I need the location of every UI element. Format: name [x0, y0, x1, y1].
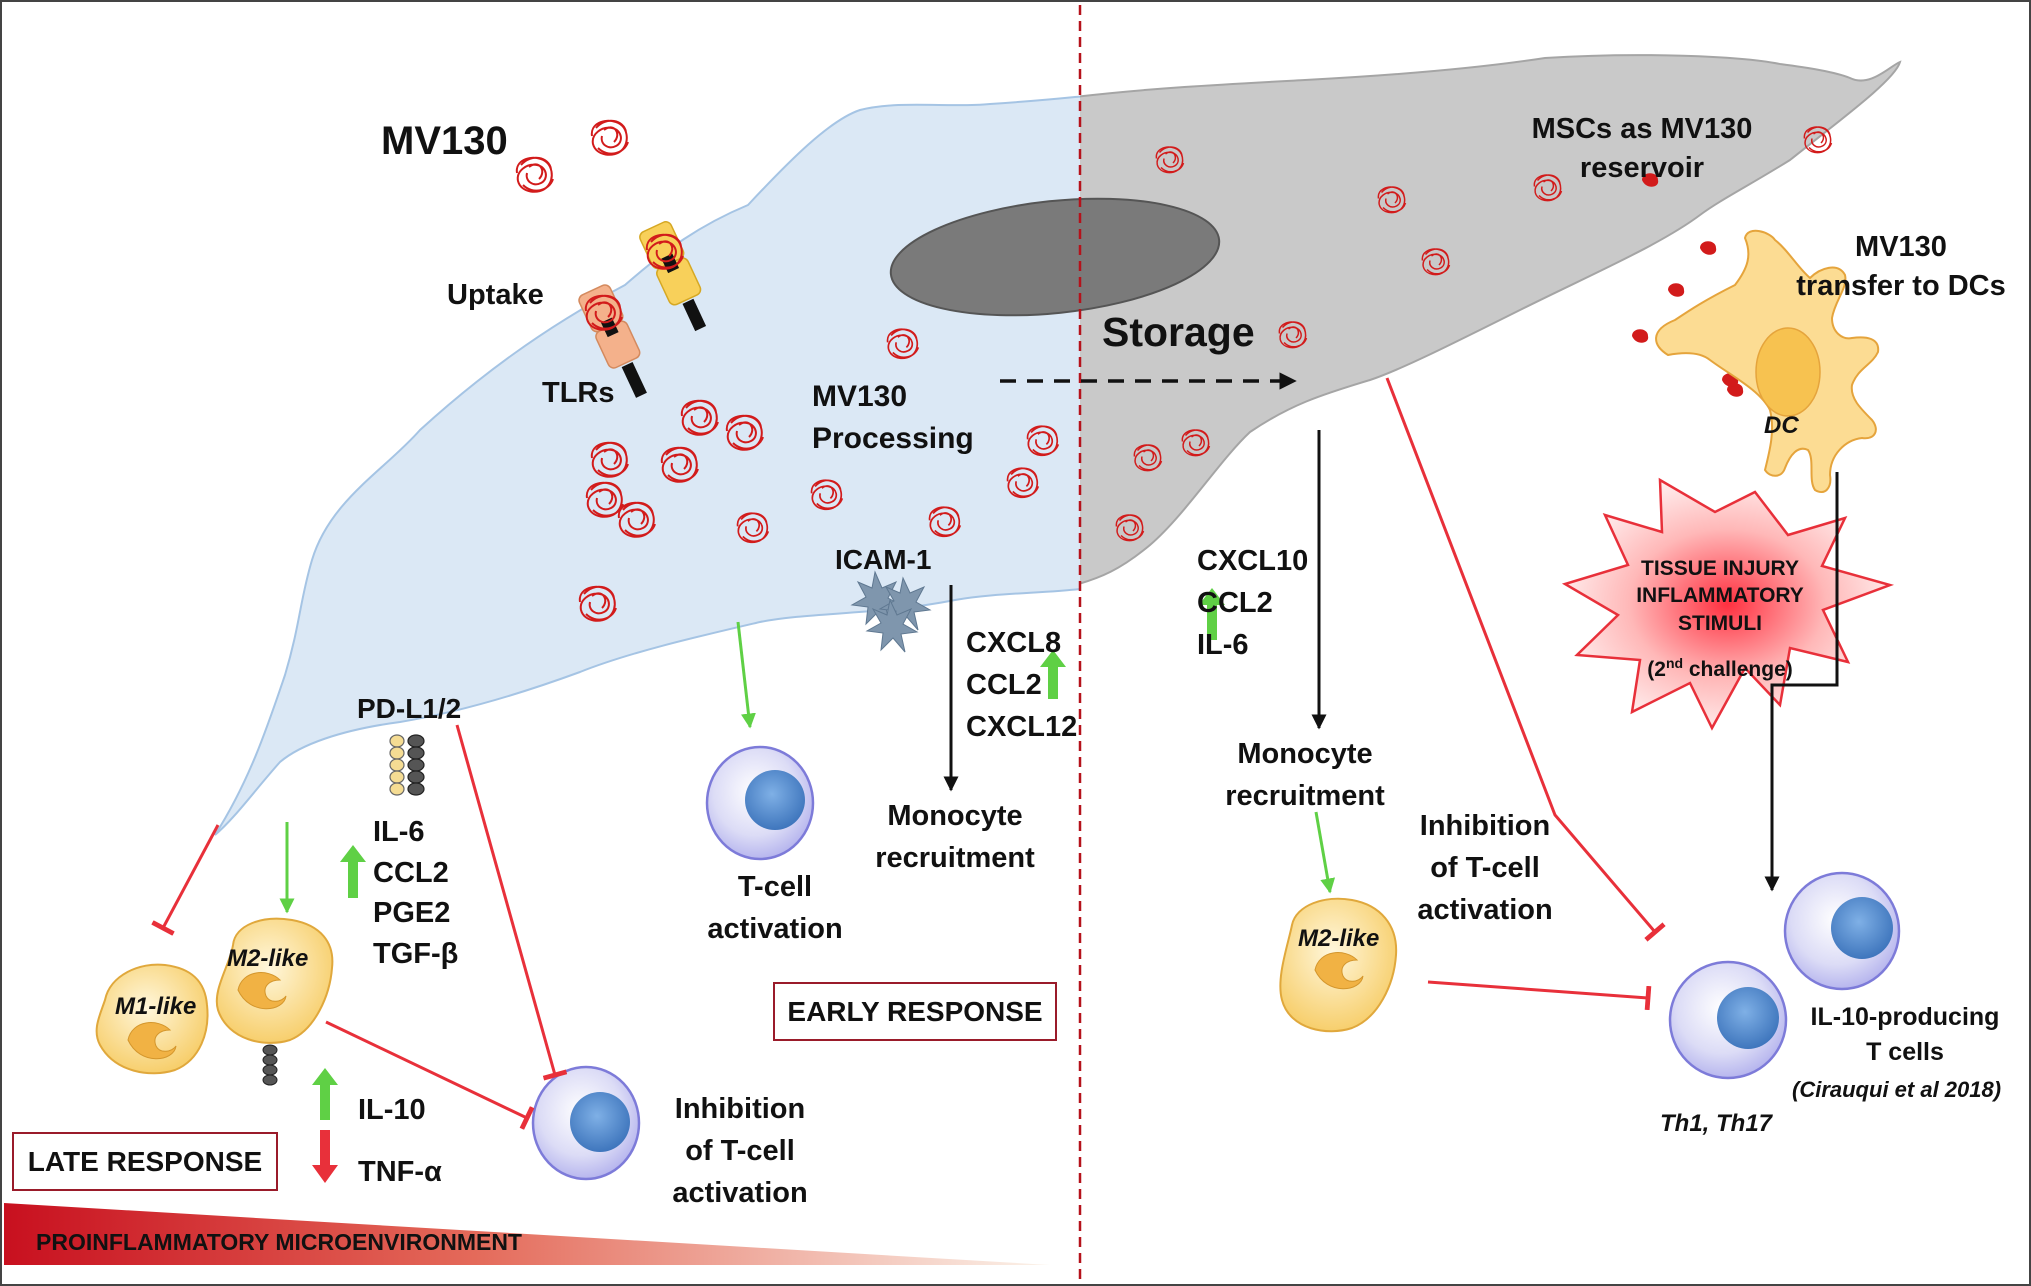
- mv130-particle: [1632, 329, 1649, 343]
- mv130-particle: [1155, 146, 1185, 174]
- down-arrow: [312, 1130, 338, 1183]
- m2-label-right: M2-like: [1298, 925, 1380, 952]
- inhibition-lines: [151, 377, 1666, 1130]
- icam1-molecules: [850, 570, 932, 653]
- challenge-sup: nd: [1665, 655, 1684, 671]
- mv130-particle: [660, 446, 699, 483]
- tcell-il10: [1783, 871, 1901, 991]
- tcell-inhibited-left: [531, 1065, 641, 1181]
- mv130-particle: [725, 414, 764, 451]
- tnf-label: TNF-α: [358, 1156, 442, 1188]
- tcell-activation-label: T-cell activation: [707, 871, 843, 946]
- msc-cell-right-half: [1080, 54, 1902, 585]
- mv130-particle: [680, 399, 719, 436]
- tlr-yellow: [639, 221, 707, 332]
- il10-label: IL-10: [358, 1094, 426, 1126]
- mv130-particle: [590, 119, 629, 156]
- m2-macrophage-right: [1279, 897, 1398, 1033]
- proinflammatory-gradient: [4, 1203, 1050, 1265]
- tlrs-label: TLRs: [542, 377, 615, 409]
- mv130-particle: [578, 585, 617, 622]
- mv130-particle: [886, 328, 920, 360]
- challenge-pre: (2: [1647, 658, 1666, 681]
- il10-cells-label: IL-10-producing T cells: [1810, 1003, 2000, 1066]
- late-response-box: LATE RESPONSE: [12, 1132, 278, 1191]
- mv130-particle: [736, 512, 770, 544]
- icam1-label: ICAM-1: [835, 544, 932, 575]
- mv130-particle: [585, 481, 624, 518]
- mv130-particle: [1006, 467, 1040, 499]
- reservoir-label: MSCs as MV130 reservoir: [1531, 113, 1753, 185]
- mv130-particle: [1181, 429, 1211, 457]
- activation-arrows: [279, 621, 1336, 914]
- dc-label: DC: [1764, 412, 1799, 439]
- mv130-particle: [928, 506, 962, 538]
- mv130-particle: [1026, 425, 1060, 457]
- tcell-activated: [705, 745, 815, 861]
- injury-challenge-label: (2nd challenge): [1600, 655, 1840, 682]
- processing-label: MV130 Processing: [812, 380, 974, 455]
- storage-monocyte-recruitment: Monocyte recruitment: [1225, 738, 1385, 813]
- tcell-th1-th17: [1668, 960, 1788, 1080]
- early-response-box: EARLY RESPONSE: [773, 982, 1057, 1041]
- th1-th17-label: Th1, Th17: [1660, 1110, 1773, 1137]
- early-chemokines: CXCL8 CCL2 CXCL12: [966, 627, 1078, 744]
- mv130-particle: [590, 441, 629, 478]
- recruitment-arrows: [943, 430, 1839, 892]
- m2-macrophage-left: [215, 917, 334, 1086]
- mv130-particle: [1700, 241, 1717, 255]
- mv130-particle: [515, 156, 554, 193]
- early-monocyte-recruitment: Monocyte recruitment: [875, 800, 1035, 875]
- mv130-particle: [1668, 283, 1685, 297]
- citation-label: (Cirauqui et al 2018): [1792, 1077, 2002, 1102]
- pdl-molecules: [389, 734, 425, 796]
- msc-cell-left-half: [214, 95, 1080, 836]
- mv130-particle: [1133, 444, 1163, 472]
- dc-nucleus: [1755, 327, 1821, 417]
- uptake-label: Uptake: [447, 279, 544, 311]
- mv130-particle: [1642, 173, 1659, 187]
- injury-label: TISSUE INJURY INFLAMMATORY STIMULI: [1636, 557, 1804, 635]
- transfer-label: MV130 transfer to DCs: [1796, 231, 2006, 303]
- injury-burst: [1561, 477, 1895, 731]
- mv130-particle: [1803, 126, 1833, 154]
- gradient-label: PROINFLAMMATORY MICROENVIRONMENT: [36, 1229, 522, 1255]
- m2-label-left: M2-like: [227, 945, 309, 972]
- inhibition-label-left: Inhibition of T-cell activation: [672, 1093, 808, 1210]
- mv130-particle: [617, 501, 656, 538]
- mv130-particle: [1115, 514, 1145, 542]
- up-arrows: [312, 588, 1225, 1120]
- m1-macrophage: [95, 963, 209, 1075]
- dendritic-cell: [1655, 229, 1880, 494]
- mv130-title: MV130: [381, 119, 508, 163]
- pdl-label: PD-L1/2: [357, 693, 462, 724]
- mv130-particle: [1421, 248, 1451, 276]
- msc-cell: [214, 54, 1902, 836]
- inhibition-label-right: Inhibition of T-cell activation: [1417, 810, 1553, 927]
- mv130-particle: [1278, 321, 1308, 349]
- mv130-particle: [584, 294, 623, 331]
- storage-label: Storage: [1102, 309, 1255, 355]
- challenge-post: challenge): [1683, 658, 1793, 681]
- nucleus: [889, 197, 1221, 317]
- storage-chemokines: CXCL10 CCL2 IL-6: [1197, 545, 1309, 662]
- mv130-particle: [1533, 174, 1563, 202]
- mv130-particle: [645, 233, 684, 270]
- late-factors: IL-6 CCL2 PGE2 TGF-β: [373, 816, 459, 970]
- mv130-particle: [810, 479, 844, 511]
- mv130-particle: [1377, 186, 1407, 214]
- m1-label: M1-like: [115, 993, 197, 1020]
